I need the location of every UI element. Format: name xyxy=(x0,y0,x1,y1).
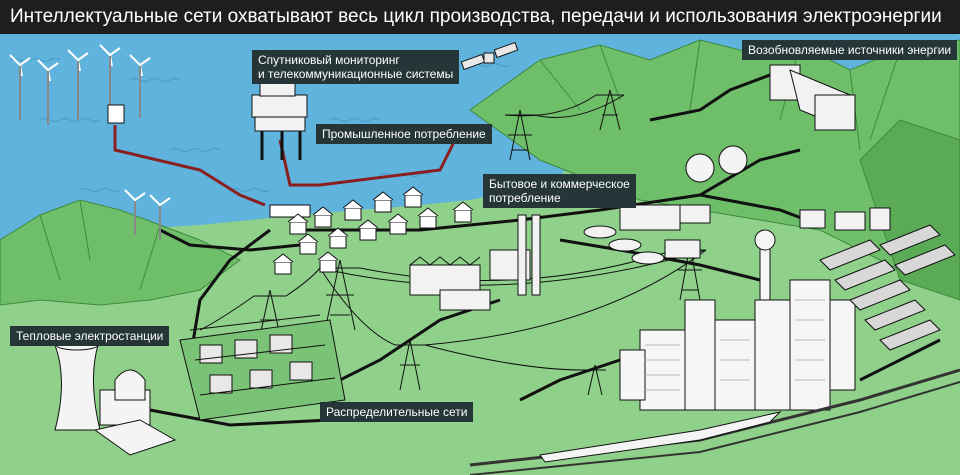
substation xyxy=(179,314,346,421)
label-renewable-text: Возобновляемые источники энергии xyxy=(748,43,952,57)
label-household-line2: потребление xyxy=(489,191,561,205)
storage-units xyxy=(799,207,891,231)
skyscraper-icon xyxy=(619,229,856,411)
label-industrial-consumption: Промышленное потребление xyxy=(316,124,492,144)
house-icon xyxy=(269,186,474,275)
label-thermal-text: Тепловые электростанции xyxy=(16,329,164,343)
label-distribution-grid: Распределительные сети xyxy=(320,402,474,422)
title-bar: Интеллектуальные сети охватывают весь ци… xyxy=(0,0,960,34)
label-distribution-text: Распределительные сети xyxy=(326,405,468,419)
gas-tank-icon xyxy=(685,145,748,183)
cooling-tower-icon xyxy=(54,339,177,456)
label-satellite-line1: Спутниковый мониторинг xyxy=(258,53,400,67)
mountains-left xyxy=(0,199,241,306)
label-thermal-plants: Тепловые электростанции xyxy=(10,326,170,346)
label-renewable-energy: Возобновляемые источники энергии xyxy=(742,40,958,60)
label-household-line1: Бытовое и коммерческое xyxy=(489,177,630,191)
train-icon xyxy=(539,411,782,463)
label-satellite-line2: и телекоммуникационные системы xyxy=(258,67,454,81)
satellite-icon xyxy=(460,41,519,71)
page-title: Интеллектуальные сети охватывают весь ци… xyxy=(10,6,942,27)
city-windows xyxy=(645,299,825,391)
label-household-consumption: Бытовое и коммерческое потребление xyxy=(483,174,636,208)
railway xyxy=(469,368,960,475)
factory-icon xyxy=(409,204,711,311)
underwater-cables xyxy=(113,125,457,207)
offshore-substation xyxy=(107,104,125,124)
label-satellite-monitoring: Спутниковый мониторинг и телекоммуникаци… xyxy=(252,50,460,84)
dam-icon xyxy=(769,64,856,131)
label-industrial-text: Промышленное потребление xyxy=(322,127,486,141)
solar-panel-icon xyxy=(819,224,956,351)
power-tower-icon xyxy=(254,89,706,396)
wind-turbine-towers xyxy=(19,56,161,240)
